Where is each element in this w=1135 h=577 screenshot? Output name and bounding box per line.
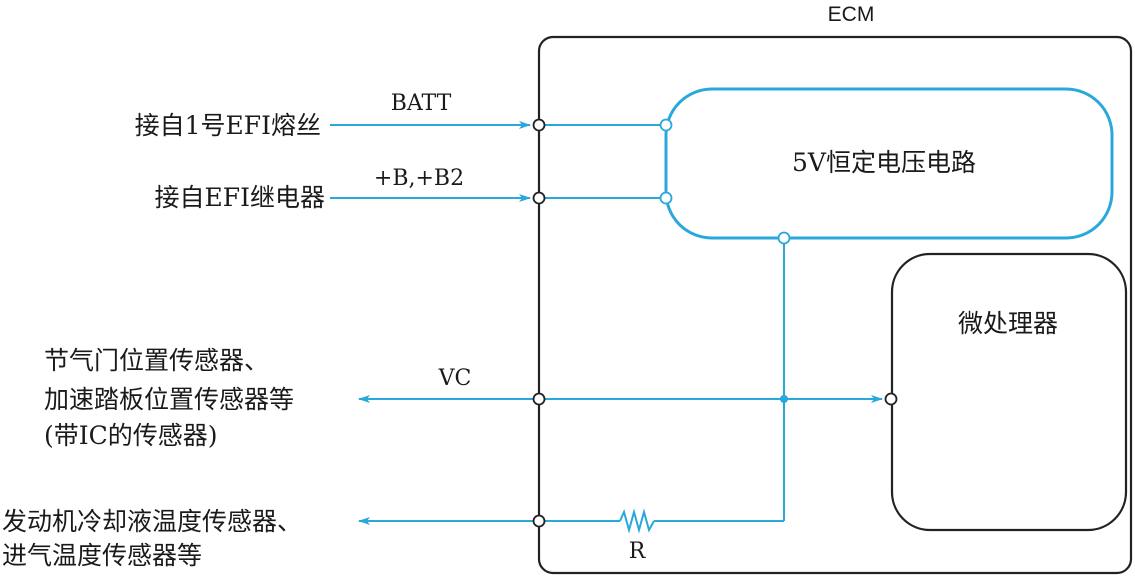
vc-sensor-line-1: 节气门位置传感器、	[44, 346, 269, 375]
regulator-terminal-b	[659, 191, 673, 205]
b-signal-label: +B,+B2	[374, 166, 464, 191]
vc-sensor-line-3: (带IC的传感器)	[44, 421, 218, 450]
terminal-vc	[532, 392, 546, 406]
terminal-r	[532, 514, 546, 528]
cpu-input-terminal	[884, 392, 898, 406]
r-sensor-line-1: 发动机冷却液温度传感器、	[2, 507, 302, 536]
r-sensor-line-2: 进气温度传感器等	[2, 541, 202, 570]
resistor-symbol	[619, 508, 655, 534]
terminal-b	[532, 191, 546, 205]
vc-junction-dot	[780, 395, 788, 403]
vc-signal-label: VC	[438, 366, 472, 391]
batt-source-label: 接自1号EFI熔丝	[135, 111, 321, 140]
b-source-label: 接自EFI继电器	[155, 183, 325, 212]
cpu-block	[890, 252, 1128, 532]
vc-sensor-line-2: 加速踏板位置传感器等	[44, 385, 294, 414]
regulator-label: 5V恒定电压电路	[792, 148, 976, 177]
r-signal-label: R	[629, 539, 647, 564]
batt-signal-label: BATT	[391, 91, 452, 116]
ecm-box	[537, 35, 1133, 575]
regulator-terminal-batt	[659, 118, 673, 132]
ecm-title: ECM	[828, 3, 875, 26]
regulator-output-terminal	[777, 231, 791, 245]
regulator-block	[664, 87, 1114, 240]
cpu-label: 微处理器	[958, 309, 1058, 338]
terminal-batt	[532, 118, 546, 132]
